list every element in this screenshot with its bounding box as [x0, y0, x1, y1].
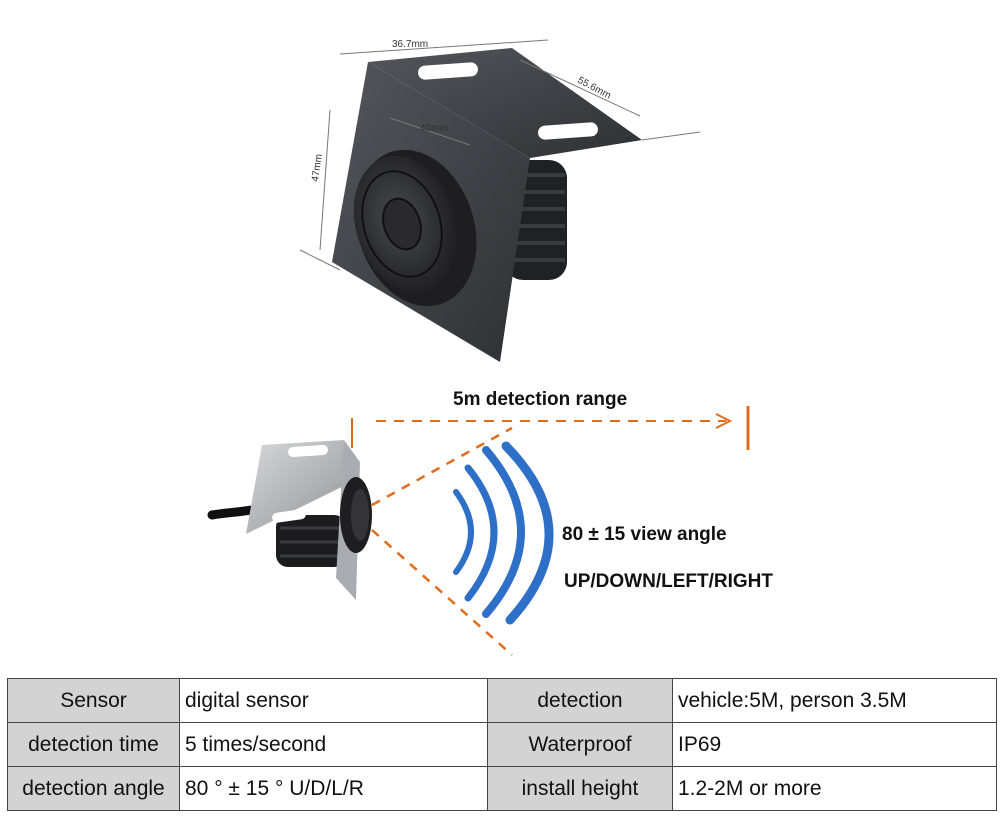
view-angle-cone [371, 426, 513, 656]
bracket-slot [418, 62, 478, 80]
spec-value: vehicle:5M, person 3.5M [672, 678, 997, 723]
table-row: detection time 5 times/second Waterproof… [7, 722, 997, 767]
spec-value: IP69 [672, 722, 997, 767]
bracket-slot [272, 509, 306, 523]
table-row: Sensor digital sensor detection vehicle:… [7, 678, 997, 723]
dimension-lines [299, 39, 701, 271]
spec-table: Sensor digital sensor detection vehicle:… [7, 678, 997, 811]
table-row: detection angle 80 ° ± 15 ° U/D/L/R inst… [7, 766, 997, 811]
ultrasonic-waves [453, 441, 554, 625]
spec-value: 80 ° ± 15 ° U/D/L/R [179, 766, 488, 811]
bracket-slot [288, 444, 328, 458]
spec-key: Sensor [7, 678, 180, 723]
spec-key: detection time [7, 722, 180, 767]
sensor-face [353, 149, 477, 307]
sensor-bracket-photo: 36.7mm 55.6mm 40mm 47mm [299, 39, 701, 362]
spec-key: install height [487, 766, 673, 811]
spec-key: Waterproof [487, 722, 673, 767]
view-angle-label: 80 ± 15 view angle [562, 524, 727, 545]
bracket-slot [538, 122, 598, 140]
spec-value: 1.2-2M or more [672, 766, 997, 811]
spec-value: digital sensor [179, 678, 488, 723]
detection-range-label: 5m detection range [453, 389, 627, 410]
stainless-bracket-top [246, 440, 360, 534]
sensor-side-photo [207, 440, 372, 600]
range-arrow [351, 406, 750, 450]
product-illustration: 36.7mm 55.6mm 40mm 47mm 5m detection ran… [207, 39, 773, 656]
dim-sensor-diameter: 40mm [420, 123, 448, 134]
dim-top-width: 36.7mm [392, 39, 428, 50]
spec-key: detection angle [7, 766, 180, 811]
dim-height: 47mm [310, 153, 325, 182]
spec-key: detection [487, 678, 673, 723]
directions-label: UP/DOWN/LEFT/RIGHT [564, 571, 773, 592]
spec-value: 5 times/second [179, 722, 488, 767]
